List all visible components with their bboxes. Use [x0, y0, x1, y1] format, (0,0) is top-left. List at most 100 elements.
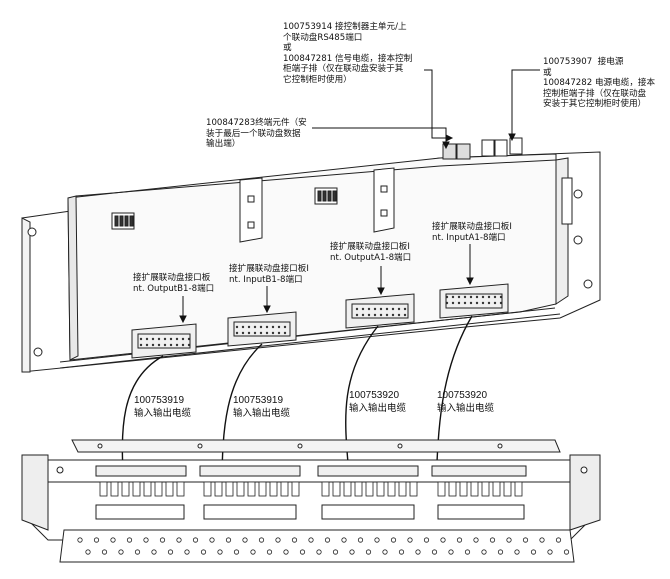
perforation-hole	[489, 537, 496, 543]
perforation-hole	[291, 537, 298, 543]
perforation-hole	[506, 537, 512, 543]
perforation-hole	[332, 549, 339, 555]
rail-clip	[214, 481, 223, 497]
rail-clip	[503, 481, 512, 497]
perforation-hole	[324, 537, 331, 543]
perforation-hole	[423, 537, 430, 543]
perforation-hole	[299, 549, 306, 555]
callout-rs485-line4: 100847281 信号电缆，接本控制	[283, 53, 413, 64]
label-port-inputA: 接扩展联动盘接口板I nt. InputA1-8端口	[432, 222, 512, 243]
perforation-hole	[85, 549, 91, 555]
label-port-inputB-line1: 接扩展联动盘接口板I	[229, 264, 309, 274]
callout-power: 100753907 接电源 或 100847282 电源电缆，接本 控制柜端子排…	[543, 57, 655, 110]
port-arrows	[179, 244, 474, 324]
cable-1-desc: 输入输出电缆	[134, 408, 192, 419]
rail-clip	[110, 481, 119, 497]
perforation-hole	[200, 549, 207, 555]
rail-clip	[203, 481, 212, 497]
perforation-hole	[563, 549, 570, 555]
cable-3-desc: 输入输出电缆	[349, 403, 407, 414]
rail-clip	[280, 481, 289, 497]
perforation-hole	[266, 549, 273, 555]
perforation-hole	[390, 537, 397, 543]
perforation-hole	[283, 549, 289, 555]
perforation-hole	[93, 537, 100, 543]
perforation-hole	[258, 537, 265, 543]
perforation-hole	[217, 549, 223, 555]
perforation-hole	[448, 549, 454, 555]
perforation-hole	[415, 549, 421, 555]
cable-3-part: 100753920	[349, 390, 400, 401]
callout-terminator-line2: 装于最后一个联动盘数据	[206, 128, 301, 139]
perforation-hole	[308, 537, 314, 543]
top-connectors	[442, 137, 523, 160]
rail-clip	[409, 481, 418, 497]
rail-clip	[165, 481, 174, 497]
label-port-inputA-line2: nt. InputA1-8端口	[432, 232, 506, 243]
perforation-hole	[110, 537, 116, 543]
callout-terminator: 100847283终端元件（安 装于最后一个联动盘数据 输出端）	[206, 118, 307, 150]
cable-label-2: 100753919 输入输出电缆	[233, 394, 290, 420]
rail-clip	[387, 481, 396, 497]
perforation-hole	[316, 549, 322, 555]
cable-4-desc: 输入输出电缆	[437, 403, 495, 414]
perforation-hole	[357, 537, 364, 543]
perforation-hole	[481, 549, 487, 555]
label-port-outputB-line2: nt. OutputB1-8端口	[133, 283, 215, 294]
dip-switches	[111, 187, 338, 230]
callout-rs485-line3: 或	[283, 43, 292, 54]
rail-clip	[514, 481, 523, 497]
rail-clip	[376, 481, 385, 497]
perforation-hole	[456, 537, 463, 543]
rail-clip	[437, 481, 446, 497]
perforation-hole	[473, 537, 479, 543]
label-port-outputA-line2: nt. OutputA1-8端口	[330, 252, 412, 263]
rail-clip	[343, 481, 352, 497]
rail-clip	[154, 481, 163, 497]
rail-clips	[99, 481, 523, 497]
perforation-hole	[250, 549, 256, 555]
rail-clip	[492, 481, 501, 497]
panel-ports	[131, 283, 509, 359]
rail-clip	[121, 481, 130, 497]
perforation-hole	[159, 537, 166, 543]
cable-label-3: 100753920 输入输出电缆	[349, 389, 406, 415]
rail-clip	[143, 481, 152, 497]
callout-power-line2: 或	[543, 67, 552, 78]
label-port-outputB: 接扩展联动盘接口板 nt. OutputB1-8端口	[133, 273, 214, 294]
perforation-hole	[522, 537, 529, 543]
rail-clip	[269, 481, 278, 497]
rail-clip	[332, 481, 341, 497]
perforation-hole	[407, 537, 413, 543]
rail-clip	[247, 481, 256, 497]
perforation-hole	[464, 549, 471, 555]
label-port-inputB-line2: nt. InputB1-8端口	[229, 274, 303, 285]
perforation-hole	[184, 549, 190, 555]
perforation-hole	[341, 537, 347, 543]
cable-2-desc: 输入输出电缆	[233, 408, 291, 419]
perforation-hole	[77, 537, 83, 543]
rail-clip	[481, 481, 490, 497]
perforation-hole	[398, 549, 405, 555]
perforation-hole	[275, 537, 281, 543]
perforation-hole	[118, 549, 124, 555]
cable-4-part: 100753920	[437, 390, 488, 401]
rail-clip	[99, 481, 108, 497]
label-port-inputA-line1: 接扩展联动盘接口板I	[432, 222, 512, 232]
perforation-hole	[209, 537, 215, 543]
rail-clip	[132, 481, 141, 497]
upper-panel	[21, 151, 601, 373]
callout-power-line3: 100847282 电源电缆，接本	[543, 78, 656, 89]
perforation-hole	[382, 549, 388, 555]
callout-power-line4: 控制柜端子排（仅在联动盘	[543, 88, 647, 99]
perforation-hole	[530, 549, 537, 555]
perforation-hole	[431, 549, 438, 555]
perforation-hole	[349, 549, 355, 555]
callout-rs485-line1: 100753914 接控制器主单元/上	[283, 22, 407, 32]
perforation-hole	[555, 537, 562, 543]
brackets	[239, 167, 395, 243]
rail-clip	[291, 481, 300, 497]
cable-label-4: 100753920 输入输出电缆	[437, 389, 494, 415]
